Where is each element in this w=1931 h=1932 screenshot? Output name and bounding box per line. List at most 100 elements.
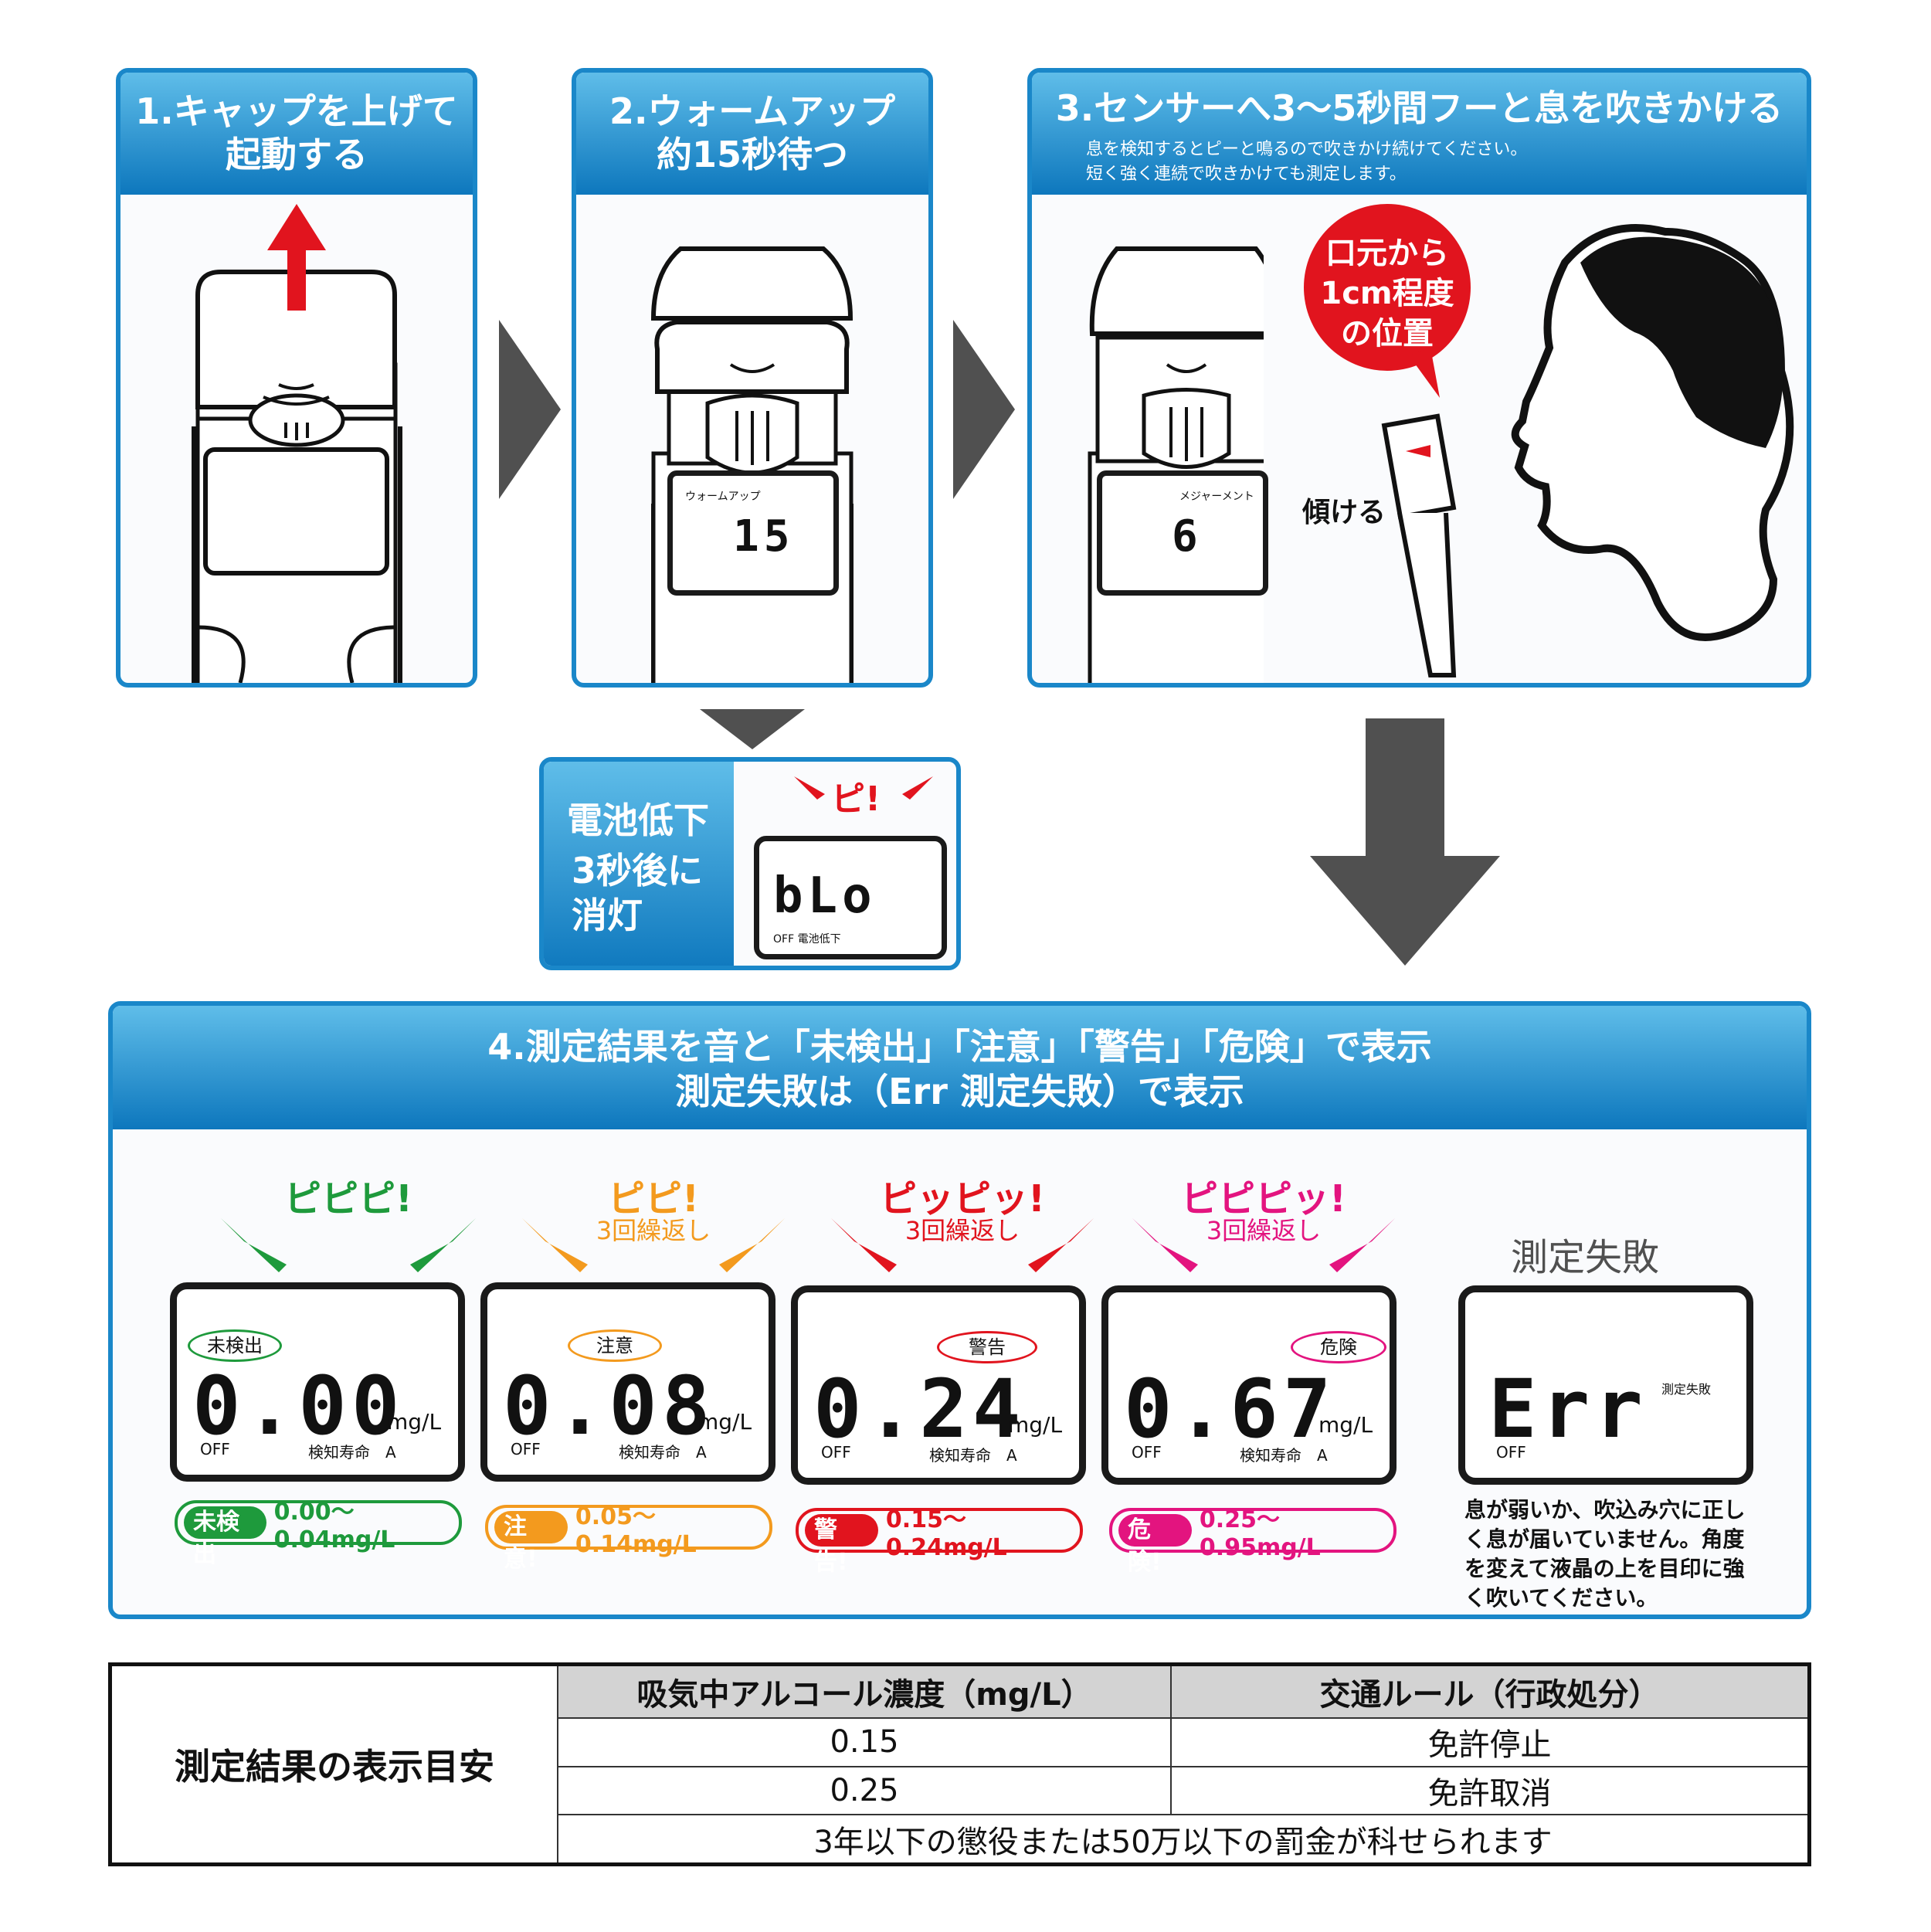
range-pill-range: 0.00～0.04mg/L [273, 1498, 395, 1553]
sensor-life-label: 検知寿命 A [929, 1446, 1017, 1465]
off-label: OFF [1496, 1443, 1526, 1462]
legend-table: 測定結果の表示目安 吸気中アルコール濃度（mg/L） 交通ルール（行政処分） 0… [108, 1662, 1811, 1866]
step3-panel: 3.センサーへ3～5秒間フーと息を吹きかける 息を検知するとピーと鳴るので吹きか… [1027, 68, 1811, 688]
range-pill-range: 0.15～0.24mg/L [885, 1506, 1007, 1561]
beep-burst-icon [831, 1218, 1094, 1272]
beep-text: ピピ! [608, 1177, 699, 1221]
result-lcd: 注意 0.08 mg/L OFF 検知寿命 A [480, 1282, 775, 1482]
legend-cell: 免許取消 [1170, 1765, 1811, 1816]
result-lcd: 未検出 0.00 mg/L OFF 検知寿命 A [170, 1282, 465, 1482]
range-pill: 未検出 0.00～0.04mg/L [175, 1499, 462, 1568]
battery-lcd-footer: OFF 電池低下 [773, 933, 841, 946]
result-lcd: 警告 0.24 mg/L OFF 検知寿命 A [791, 1285, 1086, 1485]
range-pill: 注意! 0.05～0.14mg/L [485, 1503, 772, 1573]
beep-text: ピッピッ! [880, 1177, 1045, 1221]
arrow-down-icon [1310, 718, 1500, 966]
step1-panel: 1.キャップを上げて 起動する [116, 68, 477, 688]
measure-lcd-value: 6 [1172, 511, 1203, 562]
status-badge: 注意 [568, 1329, 662, 1362]
sensor-life-label: 検知寿命 A [308, 1443, 396, 1462]
speech-bubble [1304, 204, 1471, 398]
step3-title: 3.センサーへ3～5秒間フーと息を吹きかける [1055, 87, 1783, 129]
result-value: 0.67 [1124, 1362, 1336, 1456]
repeat-text: 3回繰返し [1206, 1216, 1322, 1245]
device-illustration-2 [650, 246, 854, 683]
step4-panel: 4.測定結果を音と「未検出」「注意」「警告」「危険」で表示 測定失敗は（Err … [108, 1001, 1811, 1619]
fail-title: 測定失敗 [1511, 1236, 1660, 1279]
legend-cell: 0.25 [557, 1765, 1172, 1816]
result-unit: mg/L [1318, 1412, 1373, 1438]
step4-header: 4.測定結果を音と「未検出」「注意」「警告」「危険」で表示 測定失敗は（Err … [113, 1006, 1807, 1129]
legend-col-header: 交通ルール（行政処分） [1170, 1663, 1811, 1719]
beep-burst-icon [1132, 1218, 1395, 1272]
result-unit: mg/L [1008, 1412, 1063, 1438]
range-pill-tag: 警告! [805, 1514, 878, 1576]
arrow-down-icon [700, 709, 805, 749]
battery-beep: ピ! [831, 779, 881, 819]
range-pill: 危険! 0.25～0.95mg/L [1109, 1506, 1396, 1576]
bubble-text: 口元から 1cm程度 の位置 [1320, 236, 1454, 351]
device-illustration-3 [1088, 246, 1264, 683]
legend-cell: 免許停止 [1170, 1717, 1811, 1767]
lift-arrow-icon [267, 204, 326, 311]
step1-header: 1.キャップを上げて 起動する [120, 73, 473, 195]
warmup-lcd: ウォームアップ 15 [667, 470, 839, 596]
beep-burst-icon [221, 1218, 476, 1272]
device-tilted-icon [1381, 413, 1457, 677]
off-label: OFF [1132, 1443, 1162, 1462]
range-pill-range: 0.05～0.14mg/L [575, 1502, 697, 1558]
measure-lcd: メジャーメント 6 [1097, 470, 1268, 596]
battery-panel: 電池低下 3秒後に 消灯 ピ! bLo OFF 電池低下 [539, 757, 961, 970]
result-unit: mg/L [697, 1409, 752, 1435]
legend-col-header: 吸気中アルコール濃度（mg/L） [557, 1663, 1172, 1719]
off-label: OFF [200, 1440, 230, 1458]
step1-title: 1.キャップを上げて 起動する [135, 90, 458, 175]
legend-cell: 0.15 [557, 1717, 1172, 1767]
beep-burst-icon [794, 776, 933, 800]
sensor-life-label: 検知寿命 A [619, 1443, 707, 1462]
sensor-life-label: 検知寿命 A [1240, 1446, 1328, 1465]
arrow-right-icon [953, 320, 1015, 499]
status-badge: 警告 [937, 1331, 1037, 1363]
battery-lcd: bLo OFF 電池低下 [754, 836, 947, 959]
result-unit: mg/L [387, 1409, 442, 1435]
fail-lcd-label: 測定失敗 [1661, 1382, 1712, 1397]
fail-lcd-value: Err [1488, 1362, 1648, 1456]
status-badge: 未検出 [188, 1329, 282, 1362]
off-label: OFF [511, 1440, 541, 1458]
warmup-lcd-value: 15 [733, 511, 795, 562]
step2-panel: 2.ウォームアップ 約15秒待つ ウォームアップ 15 [572, 68, 933, 688]
beep-text: ピピピッ! [1181, 1177, 1346, 1221]
battery-label-area [544, 762, 734, 966]
tilt-label: 傾ける [1302, 497, 1386, 528]
warmup-lcd-label: ウォームアップ [685, 491, 761, 503]
step3-note: 息を検知するとピーと鳴るので吹きかけ続けてください。 短く強く連続で吹きかけても… [1086, 140, 1528, 184]
beep-text: ピピピ! [284, 1177, 412, 1221]
off-label: OFF [821, 1443, 851, 1462]
status-badge: 危険 [1291, 1331, 1386, 1363]
step3-header: 3.センサーへ3～5秒間フーと息を吹きかける 息を検知するとピーと鳴るので吹きか… [1032, 73, 1807, 195]
fail-note: 息が弱いか、吹込み穴に正し く息が届いていません。角度 を変えて液晶の上を目印に… [1464, 1497, 1746, 1611]
repeat-text: 3回繰返し [596, 1216, 711, 1245]
range-pill-range: 0.25～0.95mg/L [1199, 1506, 1321, 1561]
measure-lcd-label: メジャーメント [1179, 491, 1254, 503]
battery-lcd-value: bLo [773, 868, 877, 925]
legend-footer: 3年以下の懲役または50万以下の罰金が科せられます [557, 1814, 1811, 1866]
device-illustration-1 [192, 204, 402, 683]
range-pill-tag: 注意! [494, 1511, 568, 1573]
range-pill: 警告! 0.15～0.24mg/L [796, 1506, 1083, 1576]
result-value: 0.00 [192, 1359, 405, 1453]
fail-lcd: Err 測定失敗 OFF [1458, 1285, 1753, 1485]
arrow-right-icon [499, 320, 561, 499]
result-value: 0.24 [813, 1362, 1026, 1456]
battery-label: 電池低下 [567, 800, 709, 841]
result-value: 0.08 [503, 1359, 715, 1453]
step2-header: 2.ウォームアップ 約15秒待つ [576, 73, 928, 195]
range-pill-tag: 危険! [1118, 1514, 1192, 1576]
beep-burst-icon [522, 1218, 785, 1272]
result-lcd: 危険 0.67 mg/L OFF 検知寿命 A [1101, 1285, 1396, 1485]
person-head-icon [1511, 224, 1794, 641]
legend-row-header: 測定結果の表示目安 [109, 1663, 558, 1866]
range-pill-tag: 未検出 [184, 1506, 266, 1568]
step4-title: 4.測定結果を音と「未検出」「注意」「警告」「危険」で表示 測定失敗は（Err … [487, 1026, 1432, 1112]
